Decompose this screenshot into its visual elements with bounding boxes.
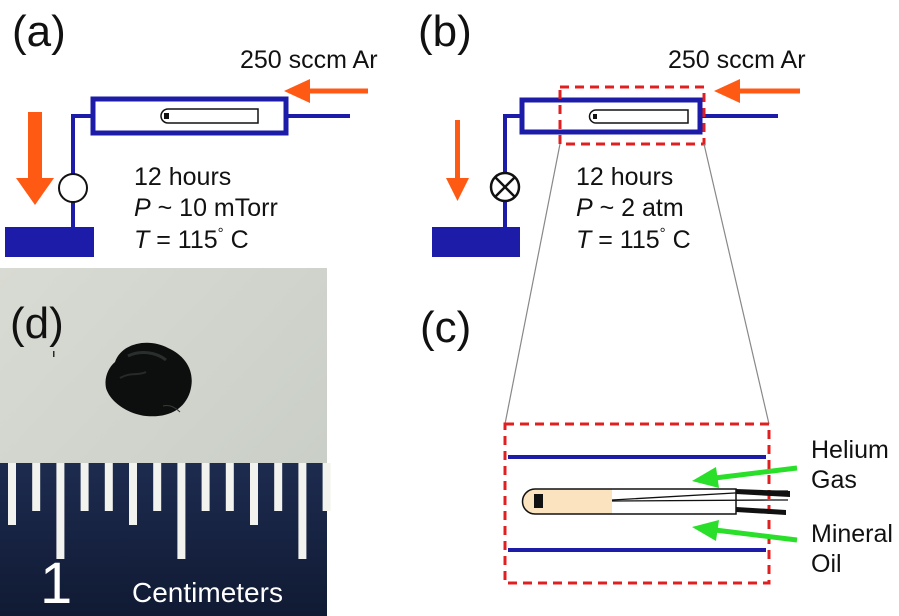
callout-helium-line-1: Helium: [811, 436, 889, 464]
ruler-unit-label: Centimeters: [132, 577, 283, 608]
callout-oil-line-1: Mineral: [811, 520, 893, 548]
panel-a: (a) 250 sccm Ar 12 hours P ~ 10 mTorr: [5, 7, 378, 257]
panel-d: 1 Centimeters (d): [0, 268, 331, 616]
pressure-a: P ~ 10 mTorr: [134, 194, 278, 222]
ruler-tick: [56, 463, 65, 559]
callout-helium-line-2: Gas: [811, 466, 857, 494]
pump-down-arrow-a: [16, 112, 54, 205]
pressure-b: P ~ 2 atm: [576, 194, 684, 222]
flow-label-a: 250 sccm Ar: [240, 46, 378, 74]
callout-oil-line-2: Oil: [811, 550, 842, 578]
ruler-tick: [225, 463, 234, 511]
ruler-tick: [129, 463, 137, 525]
duration-a: 12 hours: [134, 163, 231, 191]
ruler-tick: [177, 463, 186, 559]
flow-label-b: 250 sccm Ar: [668, 46, 806, 74]
ruler-tick: [298, 463, 307, 559]
open-circle-icon: [58, 173, 88, 203]
sample-pellet: [105, 342, 192, 417]
zoom-box-b: [558, 85, 706, 146]
dust-speck: [53, 351, 55, 357]
duration-b: 12 hours: [576, 163, 673, 191]
ruler-tick: [104, 463, 113, 511]
capsule-zoom: [521, 488, 790, 515]
ar-flow-arrow-a: [284, 79, 368, 103]
panel-b: (b) 250 sccm Ar 12 hours P ~: [418, 7, 806, 257]
ruler-tick: [201, 463, 210, 511]
panel-c: (c) Helium Gas Mineral Oil: [420, 303, 893, 585]
ruler-ticks: [8, 463, 331, 559]
ar-flow-arrow-b: [714, 79, 800, 103]
mineral-oil-arrow: [692, 520, 798, 543]
panel-label-c: (c): [420, 303, 471, 352]
ruler-tick: [8, 463, 16, 525]
zoom-box-c: [503, 422, 771, 585]
ruler-tick: [250, 463, 258, 525]
sample-capsule-b: [588, 109, 689, 124]
ruler-tick: [80, 463, 89, 511]
ruler-tick: [274, 463, 283, 511]
circle-x-icon: [489, 171, 521, 203]
vacuum-pump-a: [5, 227, 94, 257]
zoom-projection-lines: [504, 143, 770, 425]
temperature-b: T = 115° C: [576, 225, 691, 254]
ruler-tick: [322, 463, 331, 511]
sample-capsule-a: [160, 108, 259, 124]
temperature-a: T = 115° C: [134, 225, 249, 254]
ruler-tick: [153, 463, 162, 511]
ruler-tick: [32, 463, 41, 511]
vacuum-pump-b: [432, 227, 520, 257]
panel-label-d: (d): [10, 299, 64, 348]
panel-label-a: (a): [12, 7, 66, 56]
helium-gas-arrow: [692, 465, 798, 488]
ruler-number: 1: [40, 551, 72, 616]
panel-label-b: (b): [418, 7, 472, 56]
pump-down-arrow-b: [446, 120, 469, 201]
